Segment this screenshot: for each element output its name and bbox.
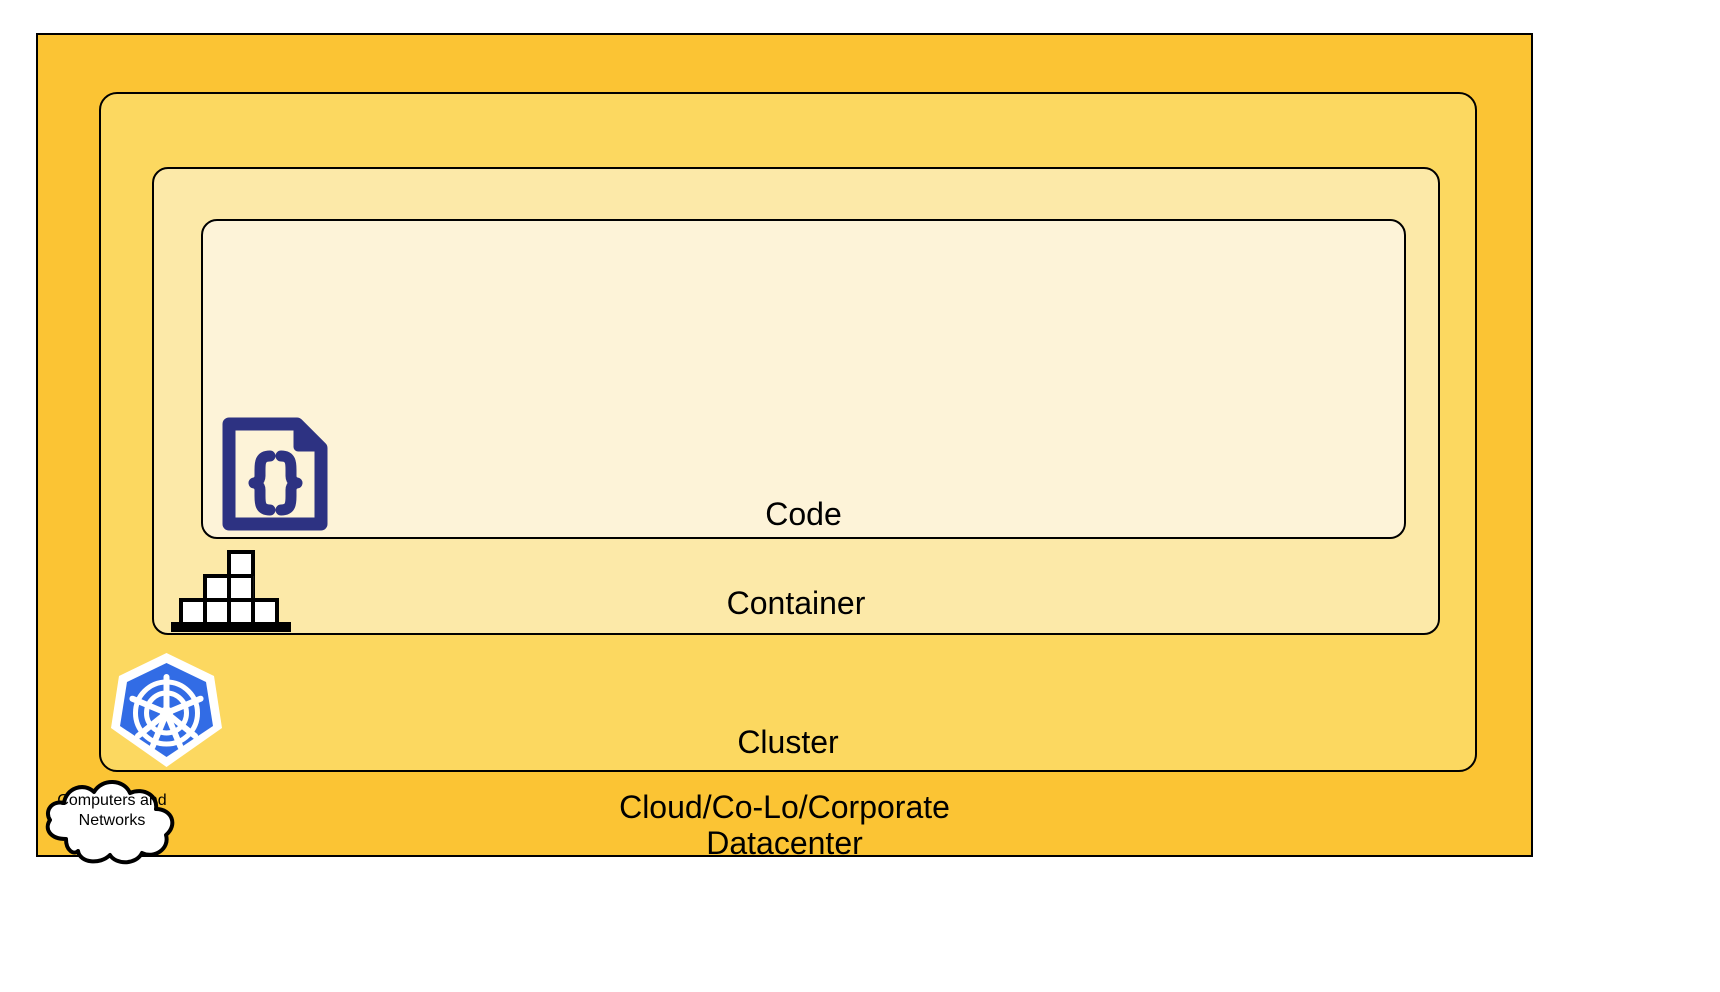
layer-code[interactable] [201, 219, 1406, 539]
layer-label-code: Code [765, 496, 842, 532]
kubernetes-helm-wheel-icon [109, 651, 224, 769]
code-braces-document-icon [219, 414, 331, 534]
stacked-blocks-icon [166, 550, 296, 632]
cloud-icon[interactable] [36, 773, 188, 865]
layer-label-datacenter: Cloud/Co-Lo/Corporate Datacenter [619, 789, 950, 861]
layer-label-container: Container [726, 585, 866, 621]
layer-label-cluster: Cluster [737, 724, 839, 760]
